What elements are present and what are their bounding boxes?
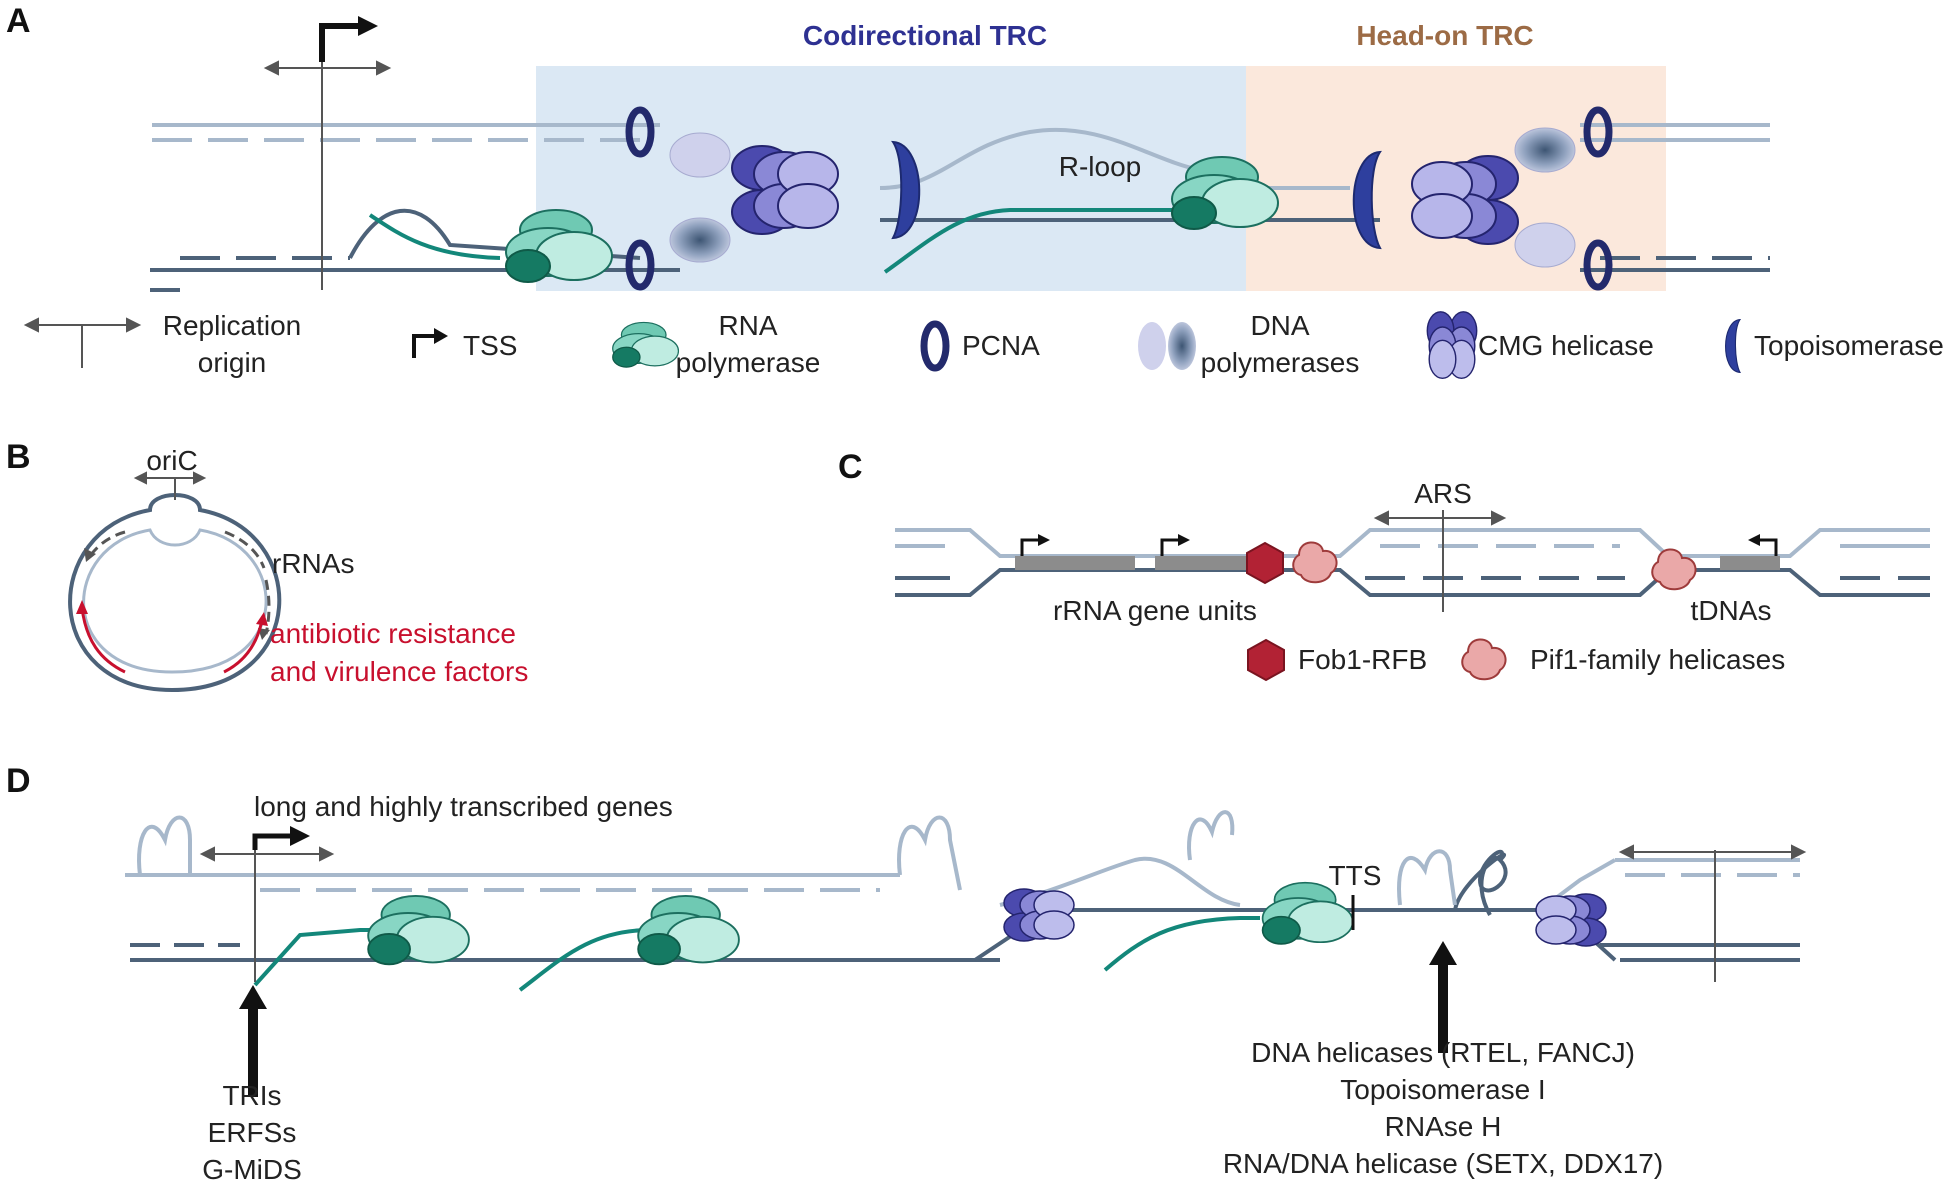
cmg-helicase-d2	[1535, 893, 1607, 947]
left-factors: TRIs ERFSs G-MiDS	[202, 1080, 302, 1185]
panel-label-d: D	[6, 762, 31, 800]
legend-cmg-label: CMG helicase	[1478, 330, 1654, 361]
legend-topo-label: Topoisomerase	[1754, 330, 1944, 361]
legend-topoisomerase: Topoisomerase	[1725, 319, 1944, 373]
tdna-unit	[1720, 556, 1780, 570]
rna-polymerase-d1	[367, 894, 470, 966]
left-factor-0: TRIs	[222, 1080, 281, 1111]
dna-supercoil	[1477, 849, 1508, 916]
right-factor-2: RNAse H	[1385, 1111, 1502, 1142]
tts-label: TTS	[1329, 860, 1382, 891]
rna-polymerase-d3	[1261, 881, 1354, 945]
legend-replication-origin: Replication origin	[23, 310, 302, 378]
legend-rna-polymerase: RNA polymerase	[612, 310, 821, 378]
legend-pcna: PCNA	[924, 324, 1040, 368]
right-factor-1: Topoisomerase I	[1340, 1074, 1545, 1105]
rrna-unit-1	[1015, 556, 1135, 570]
abr-label-2: and virulence factors	[270, 656, 528, 687]
rrna-unit-2	[1155, 556, 1275, 570]
tdnas-label: tDNAs	[1691, 595, 1772, 626]
codirectional-region	[536, 66, 1246, 291]
replication-origin-d1	[199, 846, 335, 982]
red-arrows	[80, 607, 264, 674]
oric-label: oriC	[146, 445, 197, 476]
right-factors: DNA helicases (RTEL, FANCJ) Topoisomeras…	[1223, 1037, 1663, 1179]
dna-polymerase-a3	[1514, 127, 1576, 173]
g4-structures	[137, 810, 1457, 906]
rloop-label: R-loop	[1059, 151, 1141, 182]
tss-arrow-a	[319, 16, 378, 62]
ars-label: ARS	[1414, 478, 1472, 509]
codirectional-title: Codirectional TRC	[803, 20, 1047, 51]
fob1-label: Fob1-RFB	[1298, 644, 1427, 675]
replication-origin-a	[263, 40, 392, 290]
bacterial-chromosome	[68, 493, 282, 693]
oric-marker	[133, 471, 207, 500]
legend-replication-label-1: Replication	[163, 310, 302, 341]
abr-label-1: antibiotic resistance	[270, 618, 516, 649]
genes-label: long and highly transcribed genes	[254, 791, 673, 822]
legend-pif1-icon	[1461, 638, 1507, 681]
replication-origin-d2	[1618, 844, 1807, 982]
dna-polymerase-a4	[1514, 222, 1576, 268]
dna-polymerase-a2	[669, 217, 731, 263]
legend-fob1-icon	[1247, 639, 1285, 681]
legend-dnapol-label-2: polymerases	[1201, 347, 1360, 378]
rrna-units-label: rRNA gene units	[1053, 595, 1257, 626]
panel-label-a: A	[6, 2, 31, 40]
rna-polymerase-d2	[637, 894, 740, 966]
cmg-helicase-d1	[1003, 888, 1075, 942]
legend-cmg-helicase: CMG helicase	[1426, 311, 1654, 380]
ars-marker	[1373, 510, 1507, 612]
legend-rnap-label-1: RNA	[718, 310, 777, 341]
tts-marker: TTS	[1329, 860, 1382, 930]
legend-dnapol-label-1: DNA	[1250, 310, 1309, 341]
right-factor-3: RNA/DNA helicase (SETX, DDX17)	[1223, 1148, 1663, 1179]
legend-replication-label-2: origin	[198, 347, 266, 378]
right-factor-0: DNA helicases (RTEL, FANCJ)	[1251, 1037, 1635, 1068]
panel-label-c: C	[838, 448, 863, 486]
nascent-rna	[368, 208, 1180, 274]
legend-dna-polymerases: DNA polymerases	[1138, 310, 1359, 378]
left-factor-1: ERFSs	[208, 1117, 297, 1148]
panel-c-dna	[895, 528, 1930, 597]
dna-polymerase-a1	[669, 132, 731, 178]
tss-arrow-d	[252, 826, 310, 850]
rrnas-label: rRNAs	[272, 548, 354, 579]
tss-arrows-c	[1020, 538, 1778, 556]
pif1-label: Pif1-family helicases	[1530, 644, 1785, 675]
legend-rnap-label-2: polymerase	[676, 347, 821, 378]
fob1-rfb-site	[1246, 542, 1284, 584]
left-factor-2: G-MiDS	[202, 1154, 302, 1184]
headon-title: Head-on TRC	[1356, 20, 1533, 51]
pif1-helicase-1	[1292, 541, 1338, 584]
legend-pcna-label: PCNA	[962, 330, 1040, 361]
legend-tss-label: TSS	[463, 330, 517, 361]
panel-label-b: B	[6, 438, 31, 476]
legend-tss: TSS	[412, 328, 517, 361]
